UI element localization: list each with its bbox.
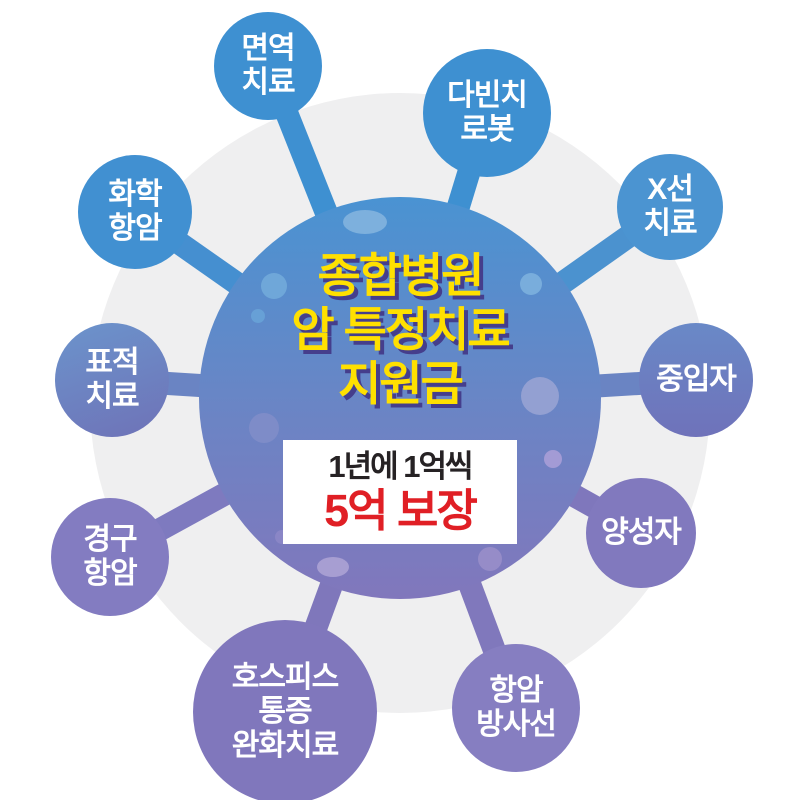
satellite-proton: 양성자 [586, 478, 696, 588]
satellite-label-line: 항암 [108, 212, 162, 245]
satellite-label-line: 호스피스 [231, 661, 339, 694]
benefit-box: 1년에 1억씩 5억 보장 [283, 440, 517, 544]
bubble-decoration [249, 413, 279, 443]
satellite-label-line: 방사선 [476, 708, 557, 741]
benefit-amount-per-year: 1년에 1억씩 [328, 449, 473, 484]
bubble-decoration [544, 450, 562, 468]
benefit-total-guarantee: 5억 보장 [324, 485, 478, 536]
satellite-label-line: 치료 [241, 66, 295, 99]
satellite-label-line: 로봇 [460, 113, 514, 146]
bubble-decoration [478, 547, 502, 571]
satellite-label-line: 경구 [83, 523, 137, 556]
satellite-label-line: 표적 [85, 346, 139, 379]
center-title-line: 종합병원 [317, 249, 485, 302]
satellite-label-line: 양성자 [601, 516, 682, 549]
satellite-heavy-ion: 중입자 [639, 323, 753, 437]
bubble-decoration [520, 273, 542, 295]
bubble-decoration [343, 210, 387, 234]
satellite-label-line: 화학 [108, 178, 162, 211]
satellite-label-line: 통증 [258, 695, 312, 728]
satellite-label-line: X선 [647, 173, 694, 206]
satellite-label-line: 항암 [83, 557, 137, 590]
satellite-label-line: 치료 [643, 207, 697, 240]
bubble-decoration [261, 273, 287, 299]
satellite-label-line: 다빈치 [447, 79, 528, 112]
satellite-hospice-palliative: 호스피스 통증 완화치료 [193, 620, 377, 800]
satellite-label-line: 완화치료 [231, 729, 339, 762]
bubble-decoration [317, 557, 349, 577]
satellite-label-line: 치료 [85, 380, 139, 413]
satellite-label-line: 중입자 [656, 363, 737, 396]
satellite-cancer-radiation: 항암 방사선 [452, 644, 580, 772]
center-circle: 종합병원 암 특정치료 지원금 1년에 1억씩 5억 보장 [199, 197, 601, 599]
satellite-xray-therapy: X선 치료 [617, 154, 723, 260]
satellite-immune-therapy: 면역 치료 [214, 12, 322, 120]
satellite-davinci-robot: 다빈치 로봇 [423, 49, 551, 177]
satellite-label-line: 면역 [241, 32, 295, 65]
satellite-oral-chemo: 경구 항암 [51, 498, 169, 616]
center-title-line: 암 특정치료 [291, 303, 510, 356]
center-title-line: 지원금 [338, 357, 464, 410]
bubble-decoration [521, 377, 559, 415]
satellite-label-line: 항암 [489, 674, 543, 707]
center-title: 종합병원 암 특정치료 지원금 [199, 249, 601, 411]
satellite-targeted-therapy: 표적 치료 [55, 323, 169, 437]
bubble-decoration [251, 309, 265, 323]
satellite-chemo: 화학 항암 [78, 155, 192, 269]
